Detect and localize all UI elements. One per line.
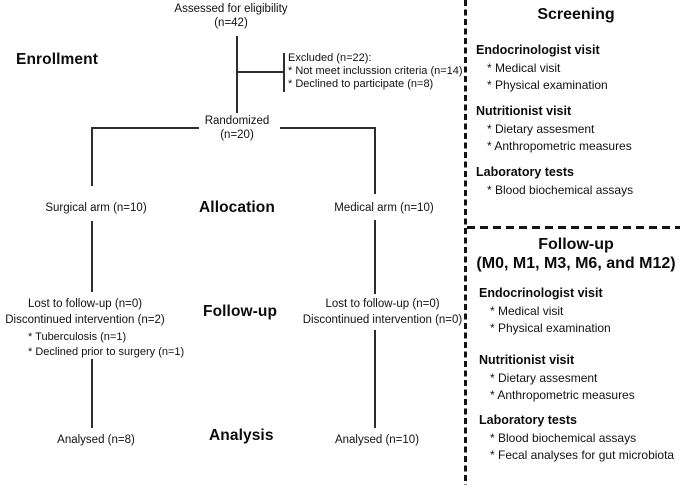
connector-right-to-medical bbox=[374, 127, 376, 194]
section-item: * Dietary assesment bbox=[487, 122, 595, 136]
followup-line: Discontinued intervention (n=2) bbox=[5, 313, 165, 326]
section-item: * Anthropometric measures bbox=[487, 139, 632, 153]
section-heading: Endocrinologist visit bbox=[479, 286, 603, 300]
node-surgical-arm: Surgical arm (n=10) bbox=[45, 202, 147, 214]
node-medical-followup: Lost to follow-up (n=0) Discontinued int… bbox=[295, 297, 470, 328]
section-item: * Fecal analyses for gut microbiota bbox=[490, 448, 675, 462]
followup-section-endocrinologist: Endocrinologist visit * Medical visit * … bbox=[467, 286, 685, 337]
stage-label-enrollment: Enrollment bbox=[16, 51, 98, 68]
node-excluded-title: Excluded (n=22): bbox=[288, 52, 372, 64]
screening-title: Screening bbox=[537, 6, 615, 23]
section-item: * Anthropometric measures bbox=[490, 388, 635, 402]
node-randomized-line1: Randomized bbox=[204, 115, 270, 127]
section-heading: Laboratory tests bbox=[479, 413, 577, 427]
node-excluded-item: * Not meet inclussion criteria (n=14) bbox=[288, 65, 463, 77]
connector-surgical-to-followup bbox=[91, 221, 93, 292]
connector-surgical-to-analysis bbox=[91, 359, 93, 428]
connector-medical-to-followup bbox=[374, 220, 376, 294]
node-medical-arm: Medical arm (n=10) bbox=[334, 202, 434, 214]
node-assessed-line2: (n=42) bbox=[214, 17, 248, 29]
section-item: * Physical examination bbox=[487, 78, 608, 92]
node-surgical-followup-lines: Lost to follow-up (n=0) Discontinued int… bbox=[0, 297, 170, 328]
section-item: * Dietary assesment bbox=[490, 371, 598, 385]
connector-assessed-randomized bbox=[236, 36, 238, 113]
section-item: * Medical visit bbox=[487, 61, 561, 75]
followup-line: Lost to follow-up (n=0) bbox=[325, 298, 440, 310]
section-item: * Medical visit bbox=[490, 304, 564, 318]
node-medical-analysed: Analysed (n=10) bbox=[334, 434, 420, 446]
stage-label-allocation: Allocation bbox=[199, 199, 275, 216]
node-surgical-followup-bullets: * Tuberculosis (n=1) * Declined prior to… bbox=[28, 330, 188, 360]
connector-randomized-left bbox=[91, 127, 199, 129]
stage-label-followup: Follow-up bbox=[203, 303, 278, 320]
node-excluded: Excluded (n=22): * Not meet inclussion c… bbox=[288, 52, 473, 91]
followup-section-laboratory: Laboratory tests * Blood biochemical ass… bbox=[467, 413, 685, 464]
screening-panel: Screening Endocrinologist visit * Medica… bbox=[467, 0, 685, 199]
stage-label-analysis: Analysis bbox=[209, 427, 274, 444]
section-heading: Nutritionist visit bbox=[476, 104, 572, 118]
node-surgical-analysed: Analysed (n=8) bbox=[57, 434, 135, 446]
followup-bullet: * Declined prior to surgery (n=1) bbox=[28, 346, 185, 358]
followup-line: Lost to follow-up (n=0) bbox=[27, 298, 143, 310]
section-item: * Blood biochemical assays bbox=[490, 431, 637, 445]
node-assessed-line1: Assessed for eligibility bbox=[174, 3, 288, 15]
panel-divider-vertical bbox=[464, 0, 467, 485]
panel-divider-horizontal bbox=[467, 226, 680, 229]
section-item: * Physical examination bbox=[490, 321, 611, 335]
connector-medical-to-analysis bbox=[374, 330, 376, 428]
section-item: * Blood biochemical assays bbox=[487, 183, 634, 197]
followup-panel: Follow-up (M0, M1, M3, M6, and M12) Endo… bbox=[467, 233, 685, 464]
node-randomized-line2: (n=20) bbox=[220, 129, 254, 141]
node-assessed: Assessed for eligibility (n=42) bbox=[131, 2, 331, 30]
followup-bullet: * Tuberculosis (n=1) bbox=[28, 331, 127, 343]
section-heading: Endocrinologist visit bbox=[476, 43, 600, 57]
connector-randomized-right bbox=[280, 127, 376, 129]
followup-title-line2: (M0, M1, M3, M6, and M12) bbox=[476, 255, 676, 272]
followup-section-nutritionist: Nutritionist visit * Dietary assesment *… bbox=[467, 353, 685, 404]
screening-section-endocrinologist: Endocrinologist visit * Medical visit * … bbox=[467, 43, 685, 94]
node-excluded-item: * Declined to participate (n=8) bbox=[288, 78, 434, 90]
followup-title-line1: Follow-up bbox=[538, 236, 614, 253]
followup-line: Discontinued intervention (n=0) bbox=[302, 313, 463, 326]
connector-excluded-branch bbox=[237, 71, 284, 73]
screening-section-nutritionist: Nutritionist visit * Dietary assesment *… bbox=[467, 104, 685, 155]
screening-section-laboratory: Laboratory tests * Blood biochemical ass… bbox=[467, 165, 685, 199]
section-heading: Nutritionist visit bbox=[479, 353, 575, 367]
connector-left-to-surgical bbox=[91, 127, 93, 186]
connector-excluded-bracket bbox=[283, 53, 285, 92]
node-randomized: Randomized (n=20) bbox=[187, 114, 287, 142]
section-heading: Laboratory tests bbox=[476, 165, 574, 179]
